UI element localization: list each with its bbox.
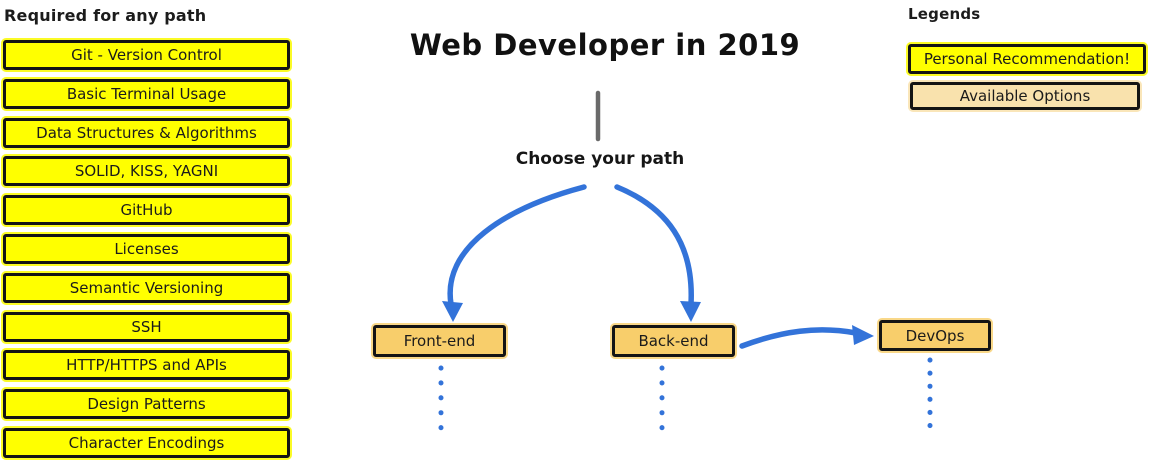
legends-header: Legends bbox=[908, 5, 981, 23]
legend-personal-recommendation: Personal Recommendation! bbox=[908, 44, 1146, 74]
required-item-character-encodings[interactable]: Character Encodings bbox=[3, 427, 290, 458]
arrow-to-devops bbox=[739, 327, 859, 349]
required-item-data-structures[interactable]: Data Structures & Algorithms bbox=[3, 117, 290, 148]
arrow-to-frontend bbox=[447, 184, 587, 307]
required-item-solid-kiss-yagni[interactable]: SOLID, KISS, YAGNI bbox=[3, 156, 290, 187]
choose-your-path-label: Choose your path bbox=[515, 149, 685, 169]
required-item-github[interactable]: GitHub bbox=[3, 195, 290, 226]
page-title: Web Developer in 2019 bbox=[409, 28, 801, 62]
arrow-to-backend-head bbox=[680, 301, 701, 322]
arrow-to-backend bbox=[614, 184, 694, 307]
path-box-frontend[interactable]: Front-end bbox=[373, 325, 506, 357]
path-box-devops[interactable]: DevOps bbox=[879, 320, 991, 351]
required-section-header: Required for any path bbox=[4, 6, 207, 25]
required-item-git[interactable]: Git - Version Control bbox=[3, 40, 290, 70]
arrow-to-devops-head bbox=[852, 325, 874, 345]
required-item-http-apis[interactable]: HTTP/HTTPS and APIs bbox=[3, 350, 290, 381]
required-item-terminal[interactable]: Basic Terminal Usage bbox=[3, 78, 290, 109]
required-item-design-patterns[interactable]: Design Patterns bbox=[3, 389, 290, 420]
required-item-ssh[interactable]: SSH bbox=[3, 311, 290, 342]
required-list: Git - Version Control Basic Terminal Usa… bbox=[3, 40, 290, 458]
arrow-to-frontend-head bbox=[442, 301, 463, 322]
legend-available-options: Available Options bbox=[910, 82, 1140, 110]
path-box-backend[interactable]: Back-end bbox=[612, 325, 735, 357]
required-item-semver[interactable]: Semantic Versioning bbox=[3, 272, 290, 303]
required-item-licenses[interactable]: Licenses bbox=[3, 233, 290, 264]
